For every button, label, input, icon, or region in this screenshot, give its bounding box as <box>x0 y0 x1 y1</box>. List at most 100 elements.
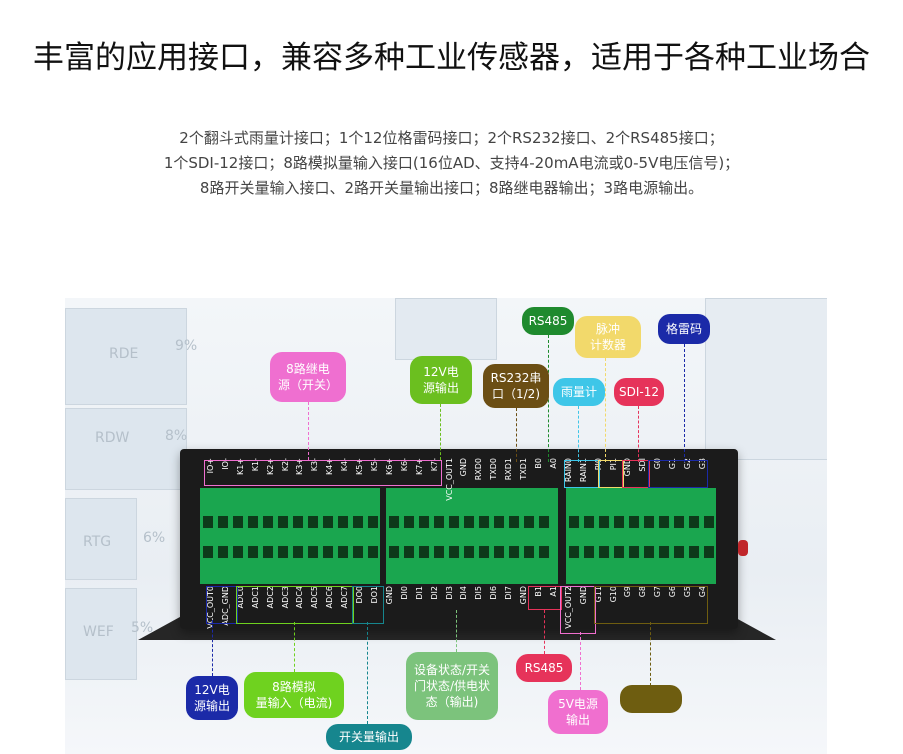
terminal-slot <box>479 516 489 528</box>
bg-percent-2: 8% <box>165 428 188 444</box>
callout-olive <box>620 685 682 713</box>
terminal-slot <box>494 546 504 558</box>
description: 2个翻斗式雨量计接口；1个12位格雷码接口；2个RS232接口、2个RS485接… <box>0 126 903 201</box>
guide-line <box>684 344 685 462</box>
terminal-slot <box>323 516 333 528</box>
terminal-slot <box>248 516 258 528</box>
terminal-slot <box>278 546 288 558</box>
terminal-slot <box>323 546 333 558</box>
terminal-slot <box>419 516 429 528</box>
bg-percent-1: 9% <box>175 338 198 354</box>
terminal-slot <box>674 516 684 528</box>
pin-label: DI6 <box>489 586 499 600</box>
terminal-slot <box>524 546 534 558</box>
terminal-slot <box>599 516 609 528</box>
terminal-slot <box>539 516 549 528</box>
terminal-slot <box>449 516 459 528</box>
callout-rs485-top: RS485 <box>522 307 574 335</box>
terminal-slot <box>263 516 273 528</box>
pin-label: B0 <box>534 458 543 469</box>
terminal-slot <box>203 546 213 558</box>
terminal-block <box>566 488 716 584</box>
callout-status: 设备状态/开关 门状态/供电状 态（输出) <box>406 652 498 720</box>
terminal-slot <box>263 546 273 558</box>
terminal-slot <box>434 516 444 528</box>
bg-label-rde: RDE <box>109 346 139 362</box>
bg-label-rdw: RDW <box>95 430 130 446</box>
bg-panel <box>65 308 187 405</box>
terminal-slot <box>584 546 594 558</box>
group-bracket <box>236 586 354 624</box>
callout-sdi12: SDI-12 <box>614 378 664 406</box>
guide-line <box>294 622 295 672</box>
guide-line <box>605 358 606 462</box>
indicator-light <box>738 540 748 556</box>
terminal-slot <box>644 546 654 558</box>
terminal-slot <box>509 516 519 528</box>
guide-line <box>650 622 651 686</box>
guide-line <box>440 404 441 460</box>
terminal-slot <box>338 546 348 558</box>
group-bracket <box>564 460 600 488</box>
guide-line <box>367 622 368 724</box>
bg-label-rtg: RTG <box>83 534 112 550</box>
terminal-slot <box>569 516 579 528</box>
group-bracket <box>648 460 708 488</box>
guide-line <box>516 408 517 462</box>
terminal-slot <box>353 546 363 558</box>
guide-line <box>212 620 213 676</box>
terminal-slot <box>704 516 714 528</box>
terminal-slot <box>464 516 474 528</box>
guide-line <box>638 406 639 462</box>
pin-label: GND <box>384 586 394 605</box>
callout-12v-bottom: 12V电 源输出 <box>186 676 238 720</box>
terminal-slot <box>674 546 684 558</box>
group-bracket <box>598 460 624 488</box>
pin-label: DI0 <box>399 586 409 600</box>
pin-label: GND <box>519 586 529 605</box>
terminal-slot <box>404 546 414 558</box>
bg-label-wef: WEF <box>83 624 114 640</box>
terminal-slot <box>308 546 318 558</box>
terminal-slot <box>293 546 303 558</box>
terminal-slot <box>368 516 378 528</box>
group-bracket <box>206 586 238 624</box>
pin-label: RXD1 <box>504 458 514 481</box>
pin-label: TXD1 <box>519 458 529 480</box>
pin-label: DI5 <box>474 586 484 600</box>
callout-switch-out: 开关量输出 <box>326 724 412 750</box>
callout-rain: 雨量计 <box>553 378 605 406</box>
guide-line <box>580 632 581 690</box>
group-bracket <box>594 586 708 624</box>
terminal-slot <box>368 546 378 558</box>
terminal-slot <box>689 516 699 528</box>
terminal-slot <box>644 516 654 528</box>
terminal-slot <box>419 546 429 558</box>
pin-label: DI7 <box>504 586 514 600</box>
terminal-slot <box>479 546 489 558</box>
terminal-slot <box>293 516 303 528</box>
callout-rs485-bottom: RS485 <box>516 654 572 682</box>
terminal-slot <box>629 516 639 528</box>
terminal-slot <box>434 546 444 558</box>
callout-analog: 8路模拟 量输入（电流) <box>244 672 344 718</box>
terminal-slot <box>449 546 459 558</box>
terminal-slot <box>599 546 609 558</box>
callout-12v-top: 12V电 源输出 <box>410 356 472 404</box>
bg-panel <box>705 298 827 460</box>
group-bracket <box>528 586 562 610</box>
terminal-slot <box>278 516 288 528</box>
pin-label: DI2 <box>429 586 439 600</box>
terminal-slot <box>704 546 714 558</box>
pin-label: DI3 <box>444 586 454 600</box>
terminal-slot <box>614 546 624 558</box>
terminal-slot <box>464 546 474 558</box>
guide-line <box>456 610 457 652</box>
callout-pulse: 脉冲 计数器 <box>575 316 641 358</box>
guide-line <box>578 406 579 462</box>
terminal-slot <box>308 516 318 528</box>
terminal-slot <box>218 516 228 528</box>
terminal-block <box>200 488 380 584</box>
bg-panel <box>65 588 137 680</box>
terminal-slot <box>659 546 669 558</box>
